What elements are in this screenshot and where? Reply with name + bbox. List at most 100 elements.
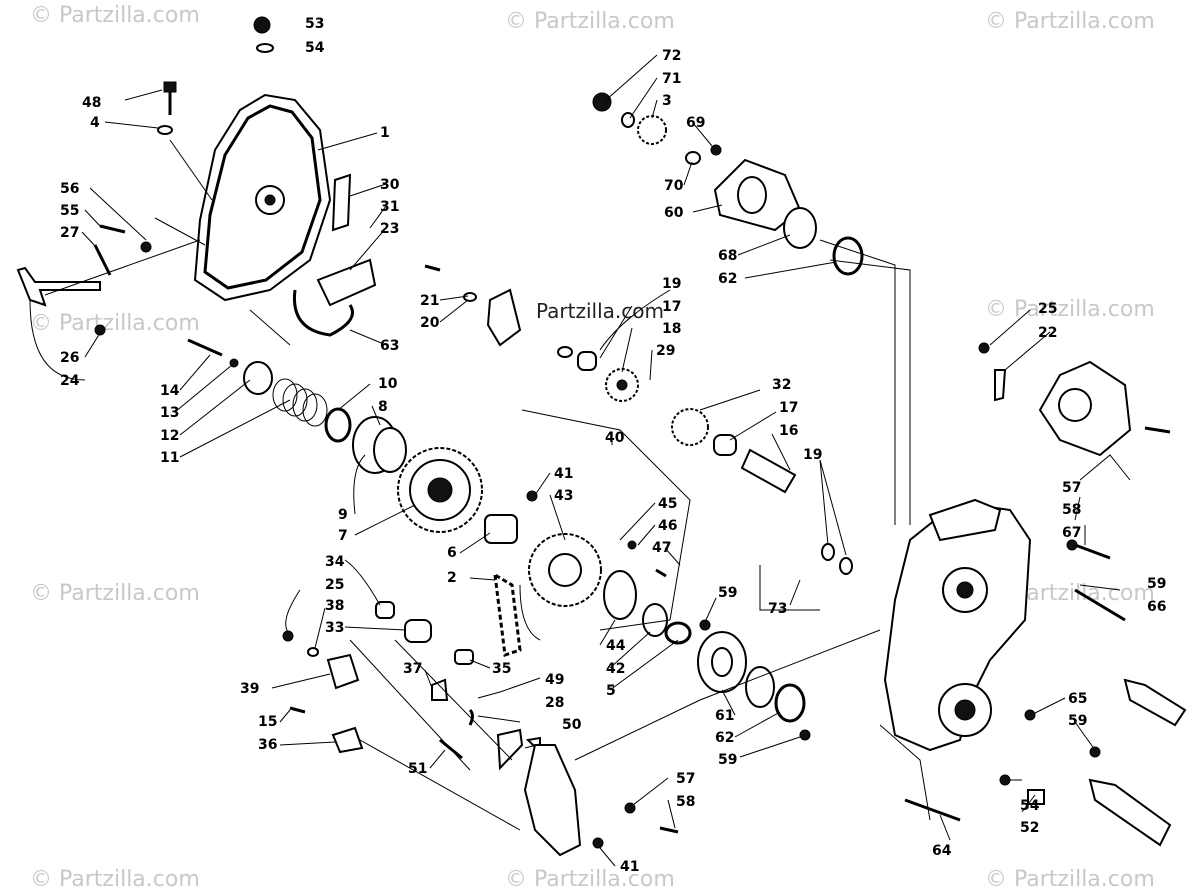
callout-label: 8: [378, 399, 388, 415]
callout-label: 58: [676, 794, 695, 810]
callout-label: 31: [380, 199, 399, 215]
callout-label: 61: [715, 708, 734, 724]
callout-label: 59: [1147, 576, 1166, 592]
callout-label: 1: [380, 125, 390, 141]
callout-label: 24: [60, 373, 80, 389]
callout-label: 67: [1062, 525, 1081, 541]
callout-label: 2: [447, 570, 457, 586]
callout-label: 26: [60, 350, 79, 366]
part-drawings: [16, 16, 1187, 857]
callout-label: 35: [492, 661, 511, 677]
callout-label: 44: [606, 638, 626, 654]
callout-label: 57: [1062, 480, 1081, 496]
callout-label: 66: [1147, 599, 1166, 615]
callout-label: 48: [82, 95, 101, 111]
watermark: © Partzilla.com: [505, 9, 675, 34]
callout-label: 15: [258, 714, 277, 730]
callout-label: 71: [662, 71, 681, 87]
callout-label: 47: [652, 540, 671, 556]
callout-label: 41: [554, 466, 573, 482]
watermark: © Partzilla.com: [30, 581, 200, 606]
callout-label: 20: [420, 315, 440, 331]
callout-label: 38: [325, 598, 344, 614]
callout-label: 5: [606, 683, 616, 699]
callout-label: 9: [338, 507, 348, 523]
callout-label: 54: [1020, 798, 1040, 814]
watermark: © Partzilla.com: [505, 867, 675, 892]
callout-label: 37: [403, 661, 422, 677]
watermark: © Partzilla.com: [30, 3, 200, 28]
callout-label: 30: [380, 177, 400, 193]
callout-label: 42: [606, 661, 625, 677]
callout-label: 11: [160, 450, 179, 466]
watermark: © Partzilla.com: [30, 867, 200, 892]
callout-label: 65: [1068, 691, 1087, 707]
callout-label: 34: [325, 554, 345, 570]
callout-label: 59: [718, 752, 737, 768]
callout-label: 29: [656, 343, 675, 359]
callout-label: 59: [1068, 713, 1087, 729]
callout-label: 36: [258, 737, 277, 753]
callout-label: 54: [305, 40, 325, 56]
callout-label: 10: [378, 376, 398, 392]
callout-label: 53: [305, 16, 324, 32]
callout-label: 63: [380, 338, 399, 354]
callout-label: 25: [1038, 301, 1057, 317]
callout-label: 12: [160, 428, 179, 444]
callout-label: 19: [662, 276, 681, 292]
callout-label: 21: [420, 293, 439, 309]
callout-label: 17: [662, 299, 681, 315]
callout-label: 43: [554, 488, 573, 504]
callout-label: 59: [718, 585, 737, 601]
callout-label: 70: [664, 178, 684, 194]
callout-labels: 53 54 48 4 1 30 56 55 31 27 23 26 24 63 …: [60, 16, 1166, 875]
callout-label: 27: [60, 225, 79, 241]
callout-label: 39: [240, 681, 259, 697]
callout-label: 68: [718, 248, 737, 264]
callout-label: 49: [545, 672, 564, 688]
callout-label: 50: [562, 717, 582, 733]
callout-label: 52: [1020, 820, 1039, 836]
center-watermark: Partzilla.com: [536, 299, 664, 323]
callout-label: 25: [325, 577, 344, 593]
callout-label: 62: [718, 271, 737, 287]
callout-label: 46: [658, 518, 677, 534]
callout-label: 41: [620, 859, 639, 875]
callout-label: 56: [60, 181, 79, 197]
callout-label: 62: [715, 730, 734, 746]
callout-label: 22: [1038, 325, 1057, 341]
callout-label: 72: [662, 48, 681, 64]
callout-label: 13: [160, 405, 179, 421]
callout-label: 17: [779, 400, 798, 416]
watermark: © Partzilla.com: [985, 9, 1155, 34]
callout-label: 16: [779, 423, 798, 439]
callout-label: 45: [658, 496, 677, 512]
callout-label: 6: [447, 545, 457, 561]
callout-label: 55: [60, 203, 79, 219]
watermark: © Partzilla.com: [985, 297, 1155, 322]
callout-label: 69: [686, 115, 705, 131]
callout-label: 57: [676, 771, 695, 787]
callout-label: 60: [664, 205, 684, 221]
watermark-layer: © Partzilla.com © Partzilla.com © Partzi…: [30, 3, 1155, 892]
callout-label: 51: [408, 761, 427, 777]
callout-label: 23: [380, 221, 399, 237]
callout-label: 32: [772, 377, 791, 393]
callout-label: 3: [662, 93, 672, 109]
callout-label: 14: [160, 383, 180, 399]
callout-label: 33: [325, 620, 344, 636]
leader-lines: [29, 54, 1131, 867]
callout-label: 7: [338, 528, 348, 544]
callout-label: 73: [768, 601, 787, 617]
callout-label: 19: [803, 447, 822, 463]
watermark: © Partzilla.com: [985, 867, 1155, 892]
callout-label: 28: [545, 695, 564, 711]
callout-label: 18: [662, 321, 681, 337]
callout-label: 40: [605, 430, 625, 446]
watermark: © Partzilla.com: [30, 311, 200, 336]
callout-label: 64: [932, 843, 952, 859]
callout-label: 58: [1062, 502, 1081, 518]
callout-label: 4: [90, 115, 100, 131]
